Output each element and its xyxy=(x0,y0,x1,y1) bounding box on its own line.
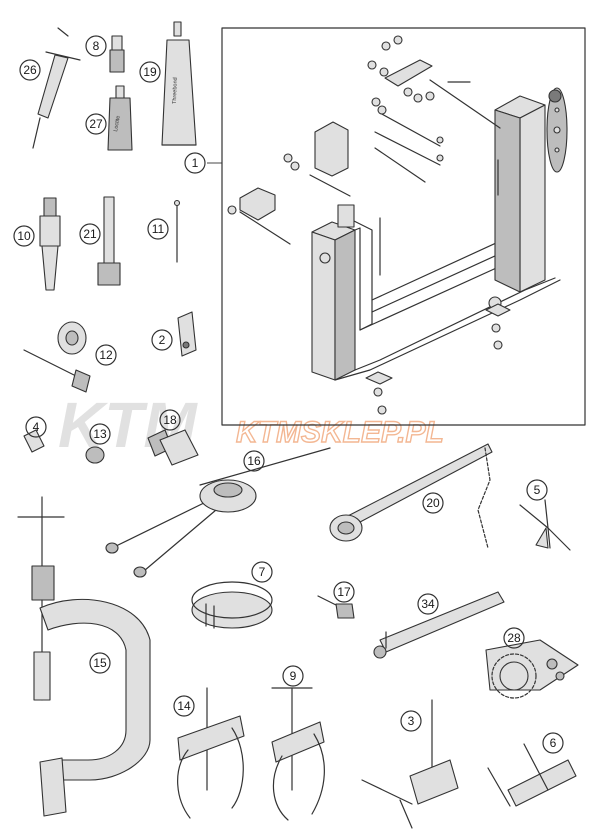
svg-text:11: 11 xyxy=(152,222,165,236)
callout-7: 7 xyxy=(251,561,273,583)
callout-16: 16 xyxy=(243,450,265,472)
watermark: KTM KTMSKLEP.PL xyxy=(58,389,445,461)
svg-text:21: 21 xyxy=(83,227,97,241)
callout-6: 6 xyxy=(542,732,564,754)
svg-text:16: 16 xyxy=(247,454,261,468)
svg-text:13: 13 xyxy=(93,427,107,441)
svg-text:3: 3 xyxy=(408,714,415,728)
callout-3: 3 xyxy=(400,710,422,732)
callout-17: 17 xyxy=(333,581,355,603)
callout-20: 20 xyxy=(422,492,444,514)
svg-text:5: 5 xyxy=(534,483,541,497)
svg-text:14: 14 xyxy=(177,699,191,713)
svg-text:15: 15 xyxy=(93,656,107,670)
syringe-tool xyxy=(32,27,81,149)
callout-34: 34 xyxy=(417,593,439,615)
piston-ring-compressor xyxy=(191,581,273,629)
callout-19: 19 xyxy=(139,61,161,83)
drift-pin xyxy=(173,199,181,263)
svg-text:9: 9 xyxy=(290,669,297,683)
callout-labels: 1 2 3 4 5 6 7 8 9 10 11 12 13 14 15 16 1… xyxy=(13,35,564,754)
engine-assembly-stand xyxy=(227,35,568,415)
two-jaw-puller-small xyxy=(177,687,245,819)
callout-9: 9 xyxy=(282,665,304,687)
valve-spring-compressor xyxy=(17,496,151,817)
holding-plate xyxy=(177,311,197,357)
svg-text:27: 27 xyxy=(89,117,103,131)
callout-28: 28 xyxy=(503,627,525,649)
slide-hammer-adapter xyxy=(39,197,61,291)
socket-nut xyxy=(85,446,105,464)
svg-text:12: 12 xyxy=(99,348,113,362)
clutch-holder-plate xyxy=(485,639,579,699)
callout-21: 21 xyxy=(79,223,101,245)
callout-5: 5 xyxy=(526,479,548,501)
callout-10: 10 xyxy=(13,225,35,247)
callout-15: 15 xyxy=(89,652,111,674)
two-jaw-puller-large xyxy=(271,687,325,821)
svg-text:20: 20 xyxy=(426,496,440,510)
svg-text:7: 7 xyxy=(259,565,266,579)
watermark-site-text: KTMSKLEP.PL xyxy=(236,416,444,449)
callout-4: 4 xyxy=(25,416,47,438)
callout-26: 26 xyxy=(19,59,41,81)
svg-text:1: 1 xyxy=(192,156,199,170)
tube-label: Threebond xyxy=(172,77,179,104)
gauge-adapter xyxy=(317,595,355,619)
svg-text:10: 10 xyxy=(17,229,31,243)
callout-8: 8 xyxy=(85,35,107,57)
loctite-bottle: Loctite xyxy=(107,85,133,151)
callout-13: 13 xyxy=(89,423,111,445)
bearing-puller-bolt xyxy=(23,321,91,393)
svg-text:19: 19 xyxy=(143,65,157,79)
valve-clamp-tool xyxy=(487,743,577,807)
piston-pin-press xyxy=(97,196,121,286)
svg-text:6: 6 xyxy=(550,736,557,750)
svg-text:34: 34 xyxy=(421,597,435,611)
callout-1: 1 xyxy=(184,152,206,174)
svg-text:4: 4 xyxy=(33,420,40,434)
crankshaft-puller xyxy=(105,447,331,578)
svg-text:2: 2 xyxy=(159,333,166,347)
callout-2: 2 xyxy=(151,329,173,351)
rotor-puller xyxy=(147,429,199,466)
svg-text:18: 18 xyxy=(163,413,177,427)
callout-18: 18 xyxy=(159,409,181,431)
callout-12: 12 xyxy=(95,344,117,366)
bottle-label: Loctite xyxy=(113,115,122,132)
svg-text:28: 28 xyxy=(507,631,521,645)
callout-27: 27 xyxy=(85,113,107,135)
sealant-tube: Threebond xyxy=(161,21,197,146)
thread-locker-bottle xyxy=(109,35,125,73)
engine-stand-group-box xyxy=(221,27,586,426)
svg-text:8: 8 xyxy=(93,39,100,53)
circlip-pliers xyxy=(519,499,571,551)
callout-11: 11 xyxy=(147,218,169,240)
svg-text:26: 26 xyxy=(23,63,37,77)
callout-14: 14 xyxy=(173,695,195,717)
protective-sleeve xyxy=(23,429,45,453)
chain-holding-wrench xyxy=(329,443,493,549)
pin-wrench xyxy=(373,591,505,659)
svg-text:17: 17 xyxy=(337,585,351,599)
chain-riveting-tool xyxy=(361,699,459,829)
